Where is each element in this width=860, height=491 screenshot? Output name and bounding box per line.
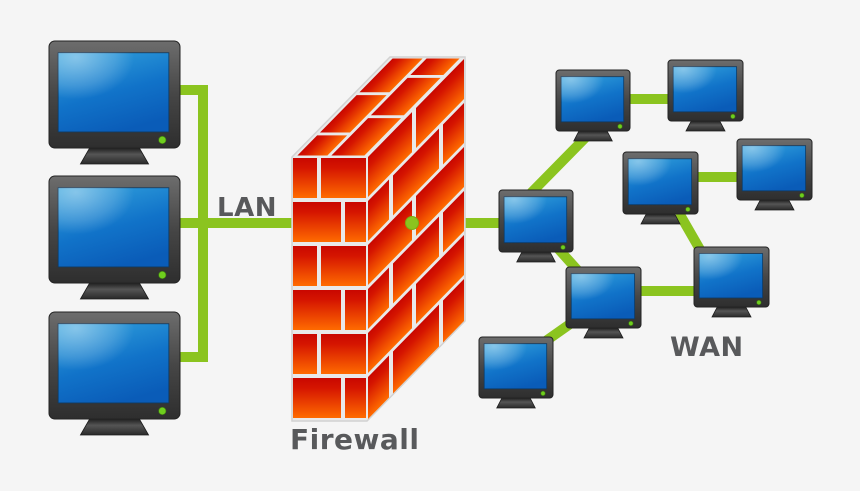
power-led (617, 123, 623, 129)
power-led (685, 206, 691, 212)
screen-gloss (561, 76, 624, 122)
computer-icon-lan-pc-1 (48, 40, 181, 165)
firewall-label: Firewall (290, 423, 420, 456)
power-led (628, 320, 634, 326)
monitor-stand (711, 306, 752, 318)
power-led (799, 192, 805, 198)
network-link-wan-pc-c-wan-pc-h (674, 210, 707, 256)
monitor-stand (516, 251, 556, 263)
computer-icon-wan-pc-d (736, 138, 813, 211)
screen-gloss (58, 52, 169, 132)
screen-gloss (58, 187, 169, 267)
monitor-stand (79, 418, 150, 436)
monitor-stand (583, 327, 624, 339)
screen-gloss (58, 323, 169, 403)
firewall-port-dot (405, 216, 419, 230)
computer-icon-lan-pc-3 (48, 311, 181, 436)
power-led (540, 390, 546, 396)
network-link-wan-pc-a-wan-pc-e (527, 130, 593, 197)
power-led (158, 136, 167, 144)
firewall-top-face (297, 58, 460, 156)
monitor-stand (640, 213, 681, 225)
power-led (730, 113, 736, 119)
computer-icon-wan-pc-b (667, 59, 744, 132)
monitor-stand (573, 130, 613, 142)
power-led (756, 299, 762, 305)
power-led (560, 244, 566, 250)
screen-gloss (571, 273, 635, 319)
computer-icon-wan-pc-e (498, 189, 574, 263)
monitor-stand (496, 397, 536, 409)
firewall-icon (291, 56, 466, 422)
firewall-side-face (368, 59, 464, 419)
power-led (158, 407, 167, 415)
computer-icon-wan-pc-c (622, 151, 699, 225)
computer-icon-wan-pc-h (693, 246, 770, 318)
firewall-front-face (293, 158, 366, 418)
screen-gloss (742, 145, 806, 191)
monitor-stand (685, 120, 726, 132)
screen-gloss (699, 253, 763, 298)
wan-label: WAN (670, 332, 744, 363)
monitor-stand (79, 282, 150, 300)
screen-gloss (504, 196, 567, 243)
screen-gloss (484, 343, 547, 389)
computer-icon-lan-pc-2 (48, 175, 181, 300)
screen-gloss (673, 66, 737, 112)
power-led (158, 271, 167, 279)
monitor-stand (754, 199, 795, 211)
computer-icon-wan-pc-a (555, 69, 631, 142)
screen-gloss (628, 158, 692, 205)
computer-icon-wan-pc-g (478, 336, 554, 409)
monitor-stand (79, 147, 150, 165)
lan-label: LAN (217, 193, 277, 223)
computer-icon-wan-pc-f (565, 266, 642, 339)
